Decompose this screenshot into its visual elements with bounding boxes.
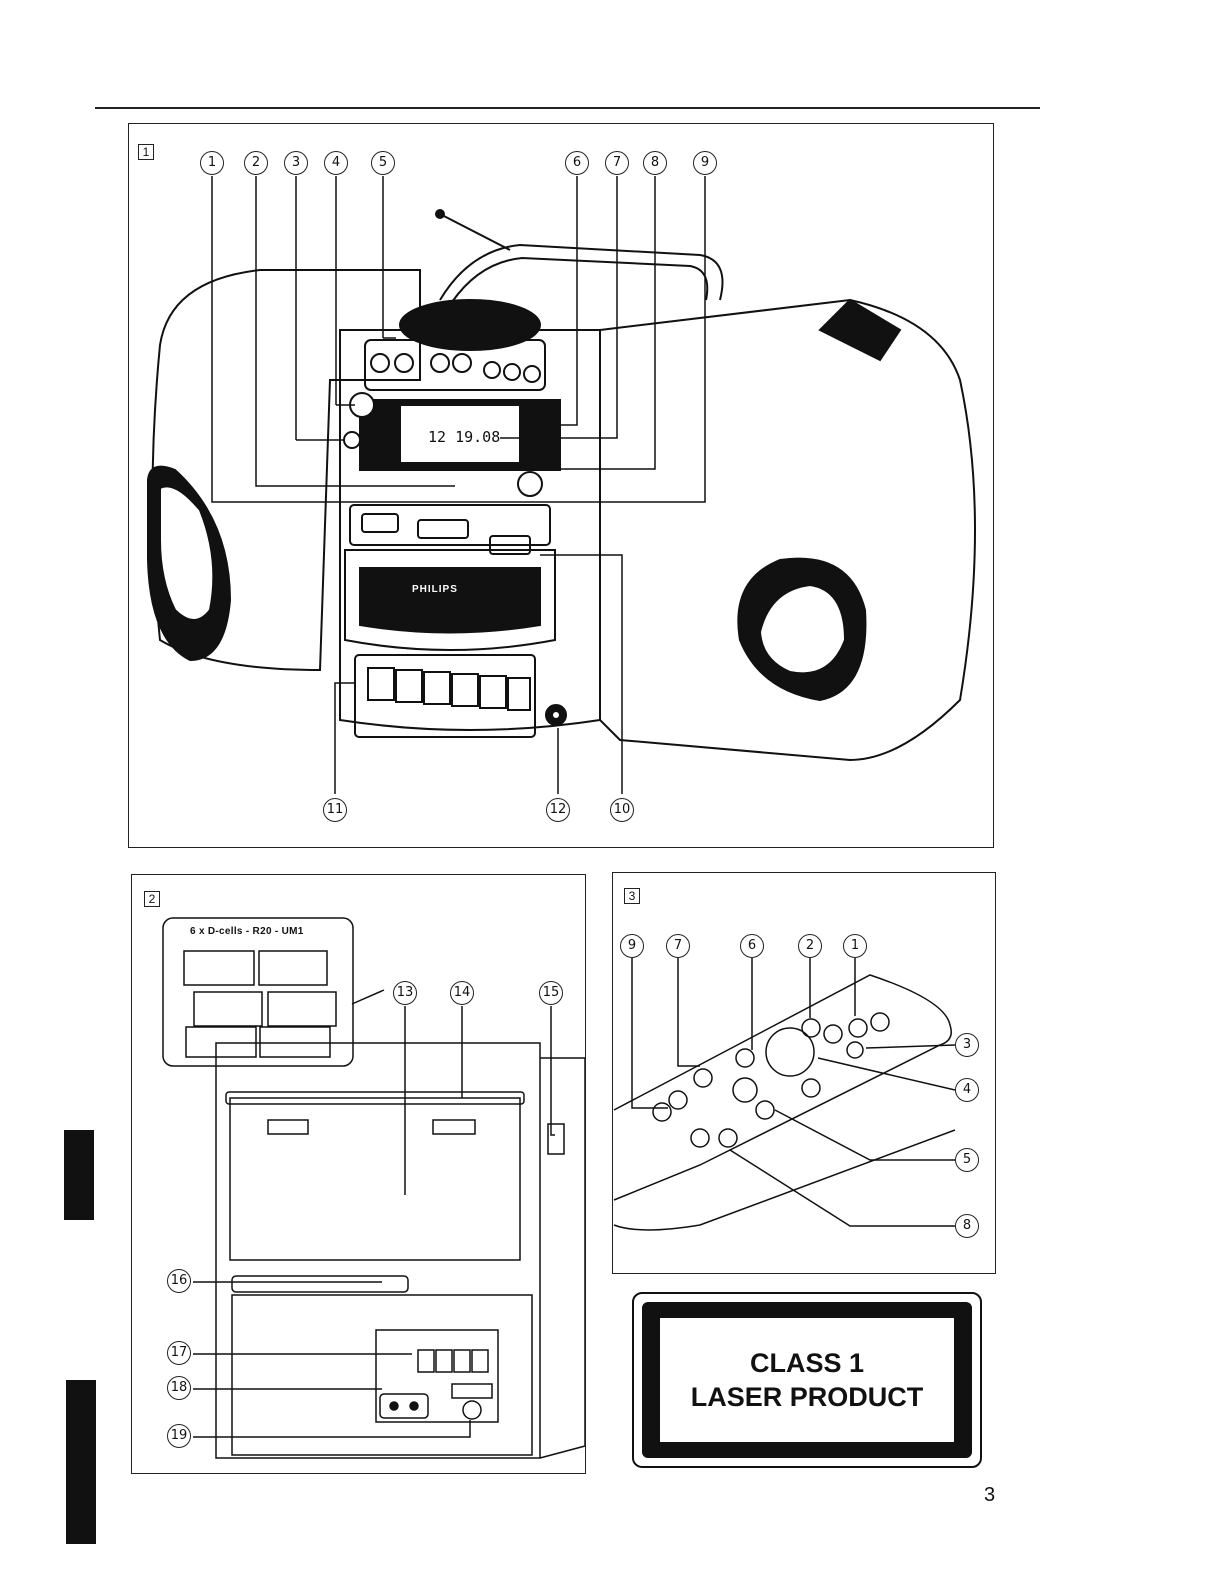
fig2-callout-13: 13 — [393, 981, 417, 1005]
fig1-callout-2: 2 — [244, 151, 268, 175]
figure-2-panel — [131, 874, 586, 1474]
fig1-callout-12: 12 — [546, 798, 570, 822]
fig3-callout-5: 5 — [955, 1148, 979, 1172]
battery-caption: 6 x D-cells - R20 - UM1 — [190, 926, 304, 937]
laser-warning-label: CLASS 1 LASER PRODUCT — [632, 1292, 982, 1468]
laser-class-line: CLASS 1 — [750, 1346, 864, 1380]
fig1-callout-8: 8 — [643, 151, 667, 175]
fig1-callout-5: 5 — [371, 151, 395, 175]
device-display-readout: 12 19.08 — [428, 428, 500, 446]
fig1-callout-9: 9 — [693, 151, 717, 175]
fig3-callout-4: 4 — [955, 1078, 979, 1102]
fig1-callout-4: 4 — [324, 151, 348, 175]
figure-3-panel — [612, 872, 996, 1274]
fig1-callout-7: 7 — [605, 151, 629, 175]
fig1-callout-1: 1 — [200, 151, 224, 175]
fig1-callout-10: 10 — [610, 798, 634, 822]
fig3-callout-6: 6 — [740, 934, 764, 958]
fig2-callout-16: 16 — [167, 1269, 191, 1293]
fig3-callout-8: 8 — [955, 1214, 979, 1238]
laser-product-line: LASER PRODUCT — [691, 1380, 924, 1414]
fig2-callout-15: 15 — [539, 981, 563, 1005]
fig2-callout-14: 14 — [450, 981, 474, 1005]
fig3-callout-9: 9 — [620, 934, 644, 958]
fig1-callout-6: 6 — [565, 151, 589, 175]
figure-2-number: 2 — [144, 891, 160, 907]
fig2-callout-19: 19 — [167, 1424, 191, 1448]
device-brand: PHILIPS — [412, 584, 458, 595]
page-number: 3 — [984, 1484, 995, 1507]
fig3-callout-3: 3 — [955, 1033, 979, 1057]
fig3-callout-7: 7 — [666, 934, 690, 958]
figure-3-number: 3 — [624, 888, 640, 904]
fig2-callout-18: 18 — [167, 1376, 191, 1400]
fig3-callout-2: 2 — [798, 934, 822, 958]
fig2-callout-17: 17 — [167, 1341, 191, 1365]
fig1-callout-3: 3 — [284, 151, 308, 175]
fig3-callout-1: 1 — [843, 934, 867, 958]
laser-label-text-area: CLASS 1 LASER PRODUCT — [660, 1318, 954, 1442]
fig1-callout-11: 11 — [323, 798, 347, 822]
